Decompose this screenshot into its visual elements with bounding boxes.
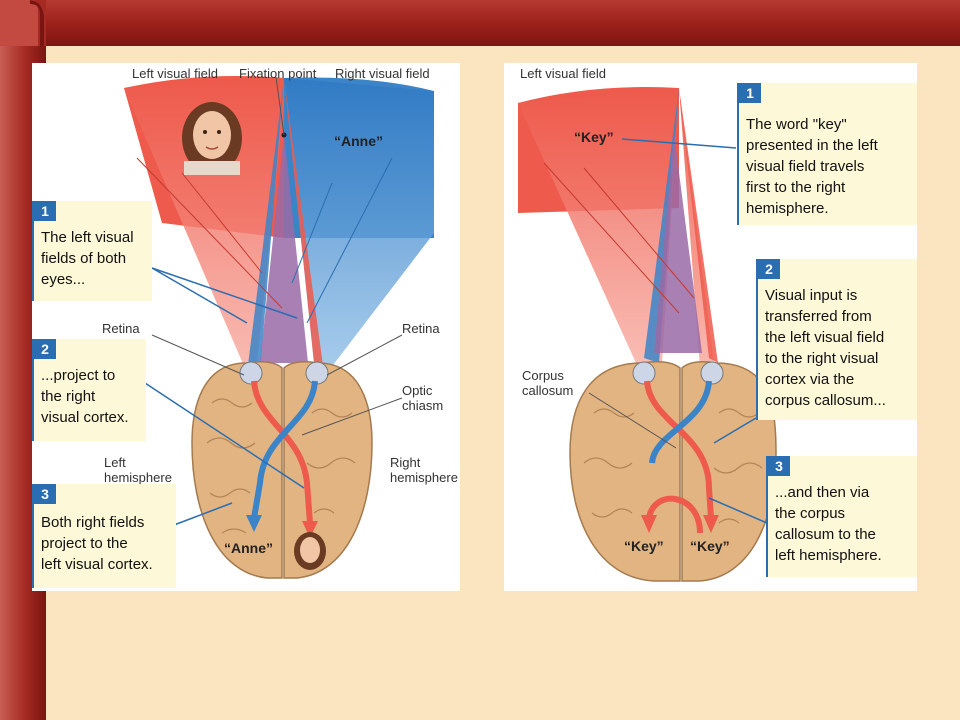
left-diagram-panel: Left visual field Fixation point Right v… bbox=[32, 63, 460, 591]
left-hemisphere-label: Left hemisphere bbox=[104, 455, 172, 485]
left-callout-3: 3 Both right fields project to the left … bbox=[32, 484, 176, 588]
callosum-transfer-arrow bbox=[646, 495, 703, 534]
callout-text: The left visual fields of both eyes... bbox=[41, 229, 134, 288]
left-diagram-graphic bbox=[124, 75, 434, 579]
callout-number: 1 bbox=[739, 83, 761, 103]
key-left-hemisphere-word: “Key” bbox=[624, 538, 664, 554]
callout-text: Both right fields project to the left vi… bbox=[41, 514, 153, 573]
right-hemisphere-label: Right hemisphere bbox=[390, 455, 458, 485]
overlap-purple-region bbox=[260, 133, 308, 363]
callout-text: Visual input is transferred from the lef… bbox=[765, 287, 886, 409]
callout-text: The word "key" presented in the left vis… bbox=[746, 116, 878, 217]
anne-brain-word: “Anne” bbox=[224, 540, 273, 556]
left-eye-red-cone bbox=[518, 88, 679, 363]
retina-right-label: Retina bbox=[402, 321, 440, 336]
slide-top-bar bbox=[0, 0, 960, 46]
left-callout-2: 2 ...project to the right visual cortex. bbox=[32, 339, 146, 441]
retina-left-label: Retina bbox=[102, 321, 140, 336]
woman-portrait-icon bbox=[182, 102, 242, 175]
right-eye-blue-cone bbox=[284, 78, 434, 373]
callout-number: 3 bbox=[768, 456, 790, 476]
callout-number: 1 bbox=[34, 201, 56, 221]
right-callout-2: 2 Visual input is transferred from the l… bbox=[756, 259, 917, 420]
left-visual-field-label: Left visual field bbox=[132, 66, 218, 81]
right-callout-3: 3 ...and then via the corpus callosum to… bbox=[766, 456, 917, 577]
callout-number: 3 bbox=[34, 484, 56, 504]
callout-number: 2 bbox=[34, 339, 56, 359]
right-visual-field-label: Right visual field bbox=[335, 66, 430, 81]
right-callout-1: 1 The word "key" presented in the left v… bbox=[737, 83, 917, 225]
woman-small-portrait-icon bbox=[294, 532, 326, 570]
anne-field-word: “Anne” bbox=[334, 133, 383, 149]
slide-corner-ornament bbox=[0, 0, 46, 46]
fixation-point-label: Fixation point bbox=[239, 66, 317, 81]
right-diagram-graphic bbox=[518, 87, 777, 582]
optic-chiasm-label: Optic chiasm bbox=[402, 383, 444, 413]
callout-text: ...project to the right visual cortex. bbox=[41, 367, 129, 426]
right-diagram-panel: Left visual field “Key” Corpus callosum … bbox=[504, 63, 917, 591]
key-field-word: “Key” bbox=[574, 129, 614, 145]
brain-top-view bbox=[569, 361, 777, 582]
left-callout-1: 1 The left visual fields of both eyes... bbox=[32, 201, 152, 301]
left-visual-field-label: Left visual field bbox=[520, 66, 606, 81]
corpus-callosum-label: Corpus callosum bbox=[522, 368, 574, 398]
callout-number: 2 bbox=[758, 259, 780, 279]
brain-top-view bbox=[191, 361, 373, 579]
callout-text: ...and then via the corpus callosum to t… bbox=[775, 484, 882, 564]
key-right-hemisphere-word: “Key” bbox=[690, 538, 730, 554]
